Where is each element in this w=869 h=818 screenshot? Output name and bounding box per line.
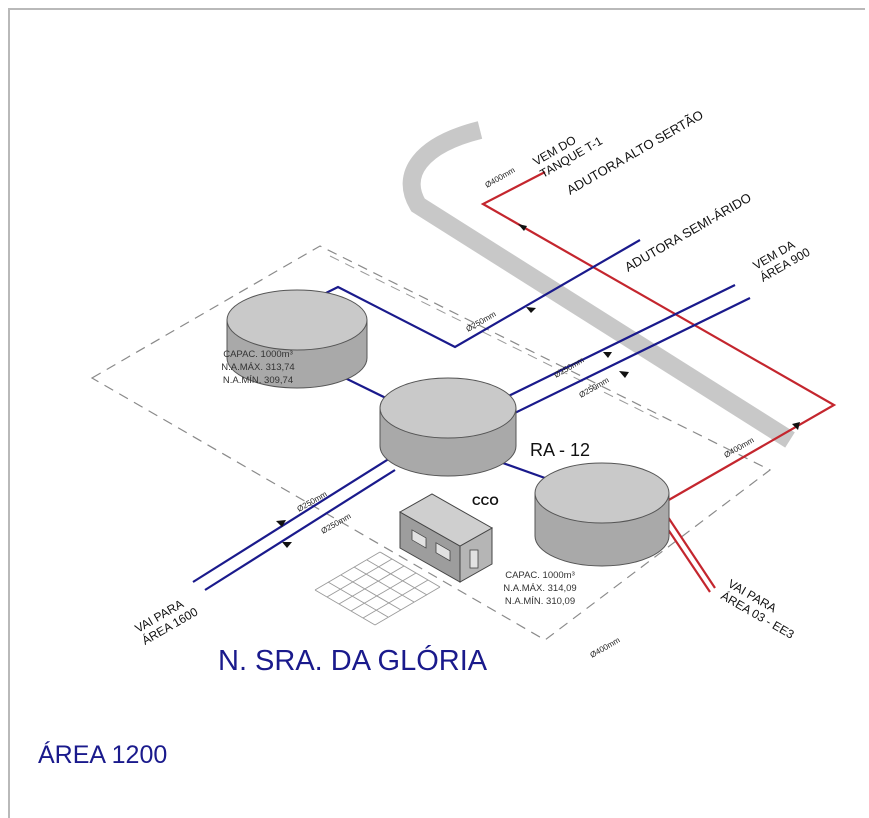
pipe-label-400-right: Ø400mm [723, 435, 756, 459]
road [402, 121, 795, 448]
blue-pipes [192, 239, 751, 591]
left-tank-na-min: N.A.MÍN. 309,74 [223, 375, 293, 386]
center-tank-name: RA - 12 [530, 440, 590, 460]
cco-label: CCO [472, 494, 499, 508]
tank-center [379, 377, 517, 477]
pipe-label-250-1600a: Ø250mm [296, 489, 329, 513]
flow-arrows [276, 224, 800, 548]
area-label: ÁREA 1200 [38, 740, 167, 769]
label-adutora-semi-arido: ADUTORA SEMI-ÁRIDO [622, 190, 754, 275]
left-tank-na-max: N.A.MÁX. 313,74 [221, 362, 294, 373]
pipe-label-250-semi: Ø250mm [465, 309, 498, 333]
site-boundary [90, 245, 772, 641]
site-boundary-inner [329, 255, 661, 421]
cco-building [398, 493, 494, 583]
right-tank-na-max: N.A.MÁX. 314,09 [503, 583, 576, 594]
tank-right [534, 462, 670, 567]
frame-top-border [8, 8, 865, 10]
diagram-title: N. SRA. DA GLÓRIA [218, 644, 488, 677]
frame-left-border [8, 8, 10, 818]
right-tank-capac: CAPAC. 1000m³ [505, 570, 575, 581]
pipe-label-400-top: Ø400mm [484, 165, 517, 189]
right-tank-na-min: N.A.MÍN. 310,09 [505, 596, 575, 607]
tank-left [226, 289, 368, 389]
grid-mesh [314, 551, 441, 626]
pipe-label-400-bottom: Ø400mm [589, 635, 622, 659]
pipe-label-250-900a: Ø250mm [553, 355, 586, 379]
left-tank-capac: CAPAC. 1000m³ [223, 349, 293, 360]
